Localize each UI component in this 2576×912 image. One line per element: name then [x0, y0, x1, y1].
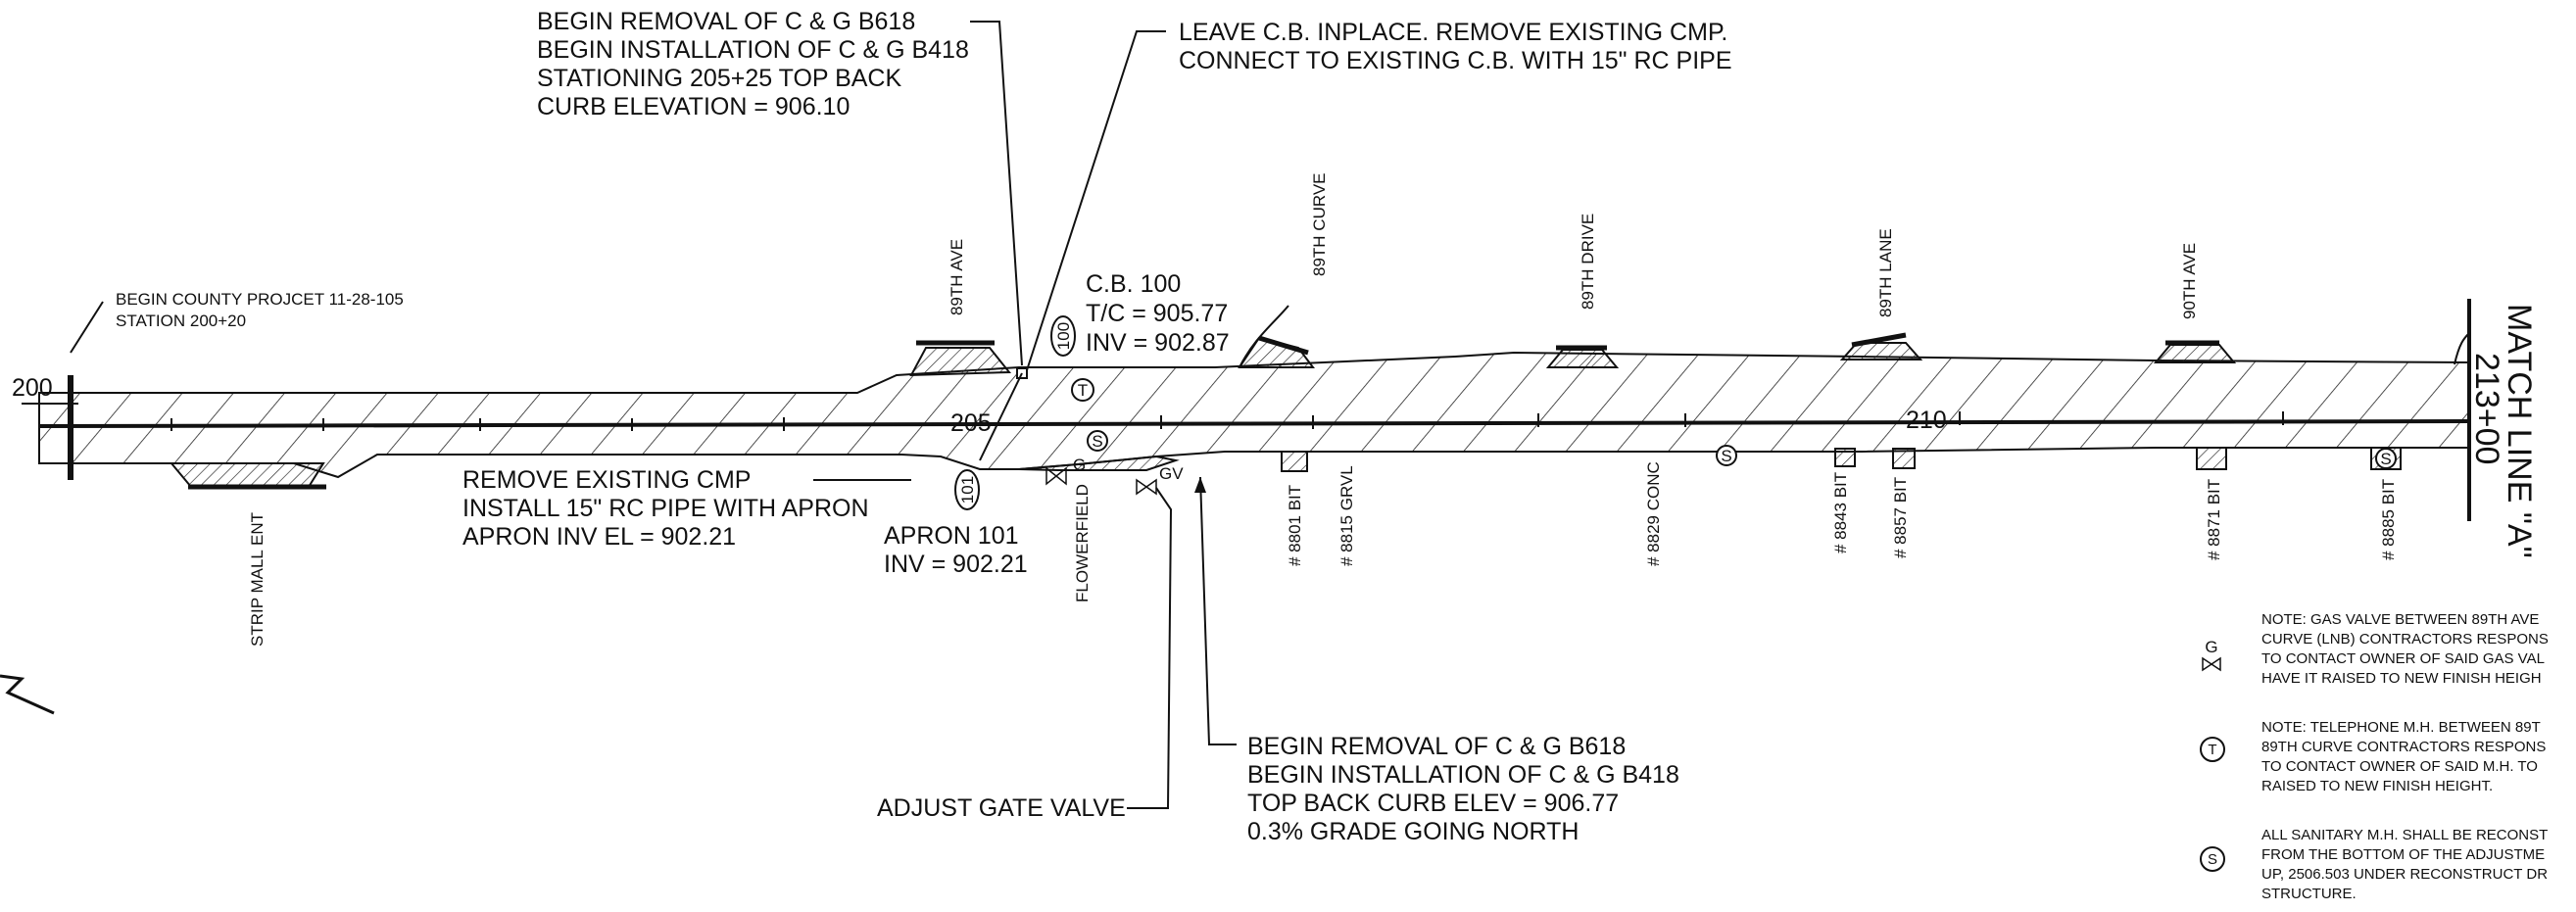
sanitary-mh-symbol-2: S: [1716, 445, 1737, 466]
driveway-8801: [1281, 451, 1308, 472]
note-telephone-l1: NOTE: TELEPHONE M.H. BETWEEN 89T: [2261, 719, 2541, 736]
label-strip-mall-ent: STRIP MALL ENT: [248, 512, 267, 647]
svg-text:S: S: [2380, 450, 2391, 468]
svg-text:G: G: [2205, 638, 2217, 656]
callout-begin-removal-north-l3: STATIONING 205+25 TOP BACK: [537, 65, 901, 92]
street-89th-ave-west: [909, 347, 1012, 377]
street-label-89th-drive: 89TH DRIVE: [1579, 214, 1597, 310]
callout-begin-removal-south-l4: 0.3% GRADE GOING NORTH: [1247, 818, 1580, 845]
note-sanitary-l1: ALL SANITARY M.H. SHALL BE RECONST: [2261, 827, 2548, 843]
road-centerline: [38, 419, 2470, 428]
cb100-tc: T/C = 905.77: [1086, 300, 1228, 327]
callout-begin-removal-north-l1: BEGIN REMOVAL OF C & G B618: [537, 8, 915, 35]
svg-text:S: S: [1721, 447, 1731, 465]
sanitary-mh-symbol: S: [1087, 430, 1108, 452]
street-90th-ave: [2153, 344, 2237, 363]
svg-text:T: T: [2208, 742, 2216, 758]
gas-valve-icon: G: [1045, 456, 1086, 486]
note-telephone-l4: RAISED TO NEW FINISH HEIGHT.: [2261, 778, 2493, 794]
flowerfield-approach: [1018, 455, 1180, 471]
driveway-label-8829: # 8829 CONC: [1644, 461, 1663, 566]
callout-begin-removal-north-l4: CURB ELEVATION = 906.10: [537, 93, 850, 120]
cb100-tag-text: 100: [1054, 322, 1073, 350]
match-line-station: 213+00: [2468, 353, 2505, 464]
callout-cb-inplace-l2: CONNECT TO EXISTING C.B. WITH 15" RC PIP…: [1179, 47, 1732, 74]
apron101-tag-text: 101: [958, 476, 977, 504]
station-210-label: 210: [1906, 407, 1947, 434]
note-telephone-l2: 89TH CURVE CONTRACTORS RESPONS: [2261, 739, 2546, 755]
callout-adjust-gate-valve: ADJUST GATE VALVE: [877, 794, 1126, 822]
north-arrow-icon: [0, 674, 55, 715]
callout-begin-removal-south-l2: BEGIN INSTALLATION OF C & G B418: [1247, 761, 1679, 789]
svg-text:G: G: [1073, 456, 1086, 474]
apron101-inv: INV = 902.21: [884, 551, 1028, 578]
svg-text:S: S: [2208, 851, 2217, 868]
street-label-90th-ave: 90TH AVE: [2180, 243, 2199, 319]
road-hatched-section: [38, 351, 2470, 479]
svg-text:T: T: [1078, 381, 1088, 400]
note-gas-l1: NOTE: GAS VALVE BETWEEN 89TH AVE: [2261, 611, 2539, 628]
driveway-label-8857: # 8857 BIT: [1891, 477, 1910, 558]
station-200-label: 200: [12, 374, 53, 402]
driveway-label-8871: # 8871 BIT: [2205, 479, 2223, 560]
street-89th-lane: [1839, 342, 1923, 360]
curve-edge: [1239, 305, 1289, 368]
note-sanitary-l2: FROM THE BOTTOM OF THE ADJUSTME: [2261, 846, 2545, 863]
county-project-leader: [70, 301, 104, 354]
apron101-tag: [954, 469, 980, 510]
callout-begin-removal-south-l3: TOP BACK CURB ELEV = 906.77: [1247, 790, 1619, 817]
gas-valve-legend-icon: G: [2202, 638, 2221, 672]
county-project-line1: BEGIN COUNTY PROJCET 11-28-105: [116, 290, 404, 309]
callout-remove-cmp-l2: INSTALL 15" RC PIPE WITH APRON: [462, 495, 869, 522]
county-project-line2: STATION 200+20: [116, 312, 246, 330]
match-line-label: MATCH LINE "A": [2501, 304, 2538, 558]
curb-89th-curve: [1258, 335, 1309, 356]
apron101-label: APRON 101: [884, 522, 1019, 550]
note-gas-l4: HAVE IT RAISED TO NEW FINISH HEIGH: [2261, 670, 2542, 687]
gate-valve-icon: GV: [1136, 464, 1184, 496]
leader-begin-removal-north: [970, 21, 1023, 366]
leader-cb-inplace: [1026, 30, 1166, 371]
leader-adjust-gate-valve: [1127, 487, 1173, 809]
svg-text:S: S: [1092, 432, 1102, 451]
cb100-label: C.B. 100: [1086, 270, 1181, 298]
driveway-label-8843: # 8843 BIT: [1831, 472, 1850, 553]
cb100-tag: [1050, 315, 1076, 357]
callout-cb-inplace-l1: LEAVE C.B. INPLACE. REMOVE EXISTING CMP.: [1179, 19, 1727, 46]
driveway-8843: [1834, 448, 1856, 467]
leader-begin-removal-south: [1199, 476, 1237, 745]
strip-mall-entrance: [169, 462, 325, 488]
note-telephone-l3: TO CONTACT OWNER OF SAID M.H. TO: [2261, 758, 2538, 775]
callout-begin-removal-south-l1: BEGIN REMOVAL OF C & G B618: [1247, 733, 1626, 760]
driveway-8857: [1892, 448, 1916, 469]
station-ticks: [170, 411, 2284, 431]
street-label-89th-curve: 89TH CURVE: [1310, 173, 1329, 277]
driveway-label-8815: # 8815 GRVL: [1337, 465, 1356, 566]
sanitary-mh-symbol-3: S: [2375, 448, 2397, 469]
rc-pipe: [979, 372, 1023, 461]
curb-89th-lane: [1851, 332, 1907, 348]
note-sanitary-l3: UP, 2506.503 UNDER RECONSTRUCT DR: [2261, 866, 2548, 883]
street-label-89th-ave: 89TH AVE: [948, 239, 966, 315]
callout-remove-cmp-l3: APRON INV EL = 902.21: [462, 523, 736, 551]
callout-begin-removal-north-l2: BEGIN INSTALLATION OF C & G B418: [537, 36, 969, 64]
sanitary-legend-icon: S: [2200, 846, 2225, 872]
label-flowerfield: FLOWERFIELD: [1073, 484, 1092, 602]
driveway-label-8885: # 8885 BIT: [2379, 479, 2398, 560]
street-label-89th-lane: 89TH LANE: [1876, 228, 1895, 317]
note-gas-l2: CURVE (LNB) CONTRACTORS RESPONS: [2261, 631, 2549, 648]
driveway-8871: [2196, 447, 2227, 470]
note-sanitary-l4: STRUCTURE.: [2261, 886, 2357, 902]
telephone-mh-symbol: T: [1071, 378, 1094, 402]
station-205-label: 205: [950, 409, 992, 437]
leader-arrow-south: [1194, 477, 1206, 493]
cb100-inv: INV = 902.87: [1086, 329, 1230, 357]
driveway-label-8801: # 8801 BIT: [1286, 485, 1304, 566]
note-gas-l3: TO CONTACT OWNER OF SAID GAS VAL: [2261, 650, 2545, 667]
svg-text:GV: GV: [1159, 464, 1184, 483]
callout-remove-cmp-l1: REMOVE EXISTING CMP: [462, 466, 751, 494]
east-curb-return: [2454, 332, 2470, 365]
telephone-legend-icon: T: [2200, 737, 2225, 762]
